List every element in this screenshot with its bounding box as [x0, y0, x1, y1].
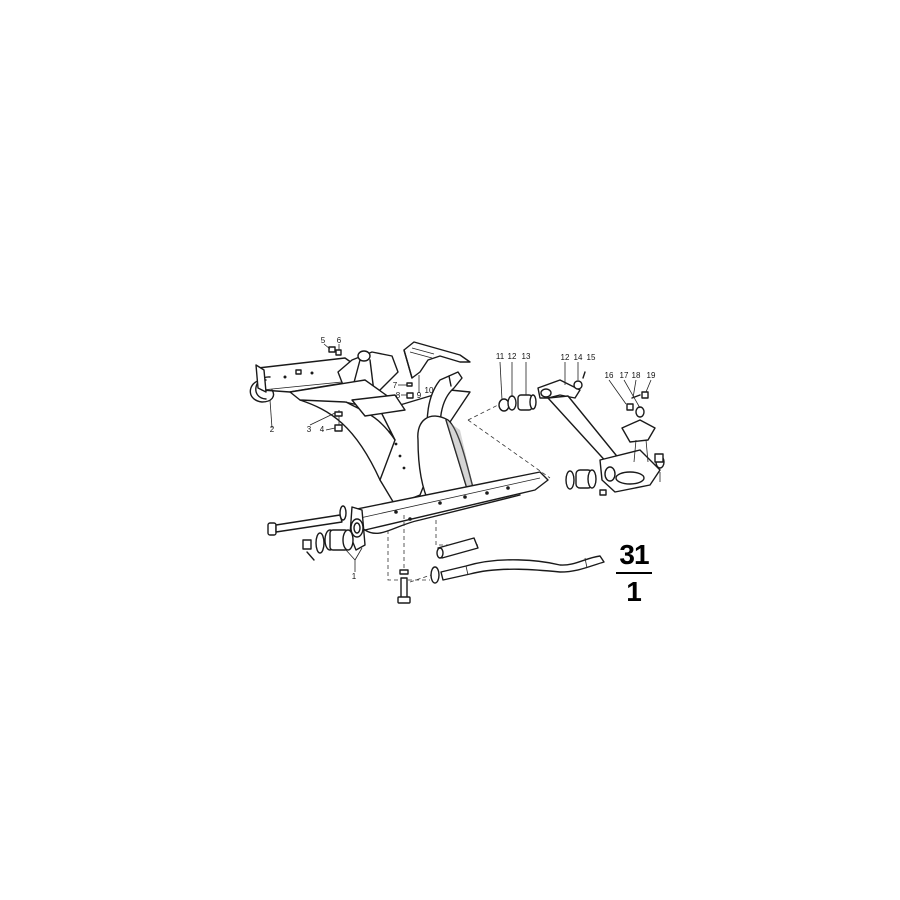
callout-7: 7 — [392, 381, 398, 390]
guide-line — [467, 419, 551, 479]
callout-2: 2 — [269, 425, 275, 434]
callout-12b: 12 — [560, 353, 570, 362]
group-number: 31 1 — [614, 540, 654, 607]
wishbone-drawing — [498, 371, 665, 496]
callout-8: 8 — [395, 391, 401, 400]
callout-18: 18 — [631, 371, 641, 380]
callout-9: 9 — [416, 391, 422, 400]
group-number-divider — [616, 572, 652, 574]
callout-13: 13 — [521, 352, 531, 361]
callout-6: 6 — [336, 336, 342, 345]
mount-bolt-assembly — [267, 505, 363, 572]
callout-1: 1 — [351, 572, 357, 581]
callout-16: 16 — [604, 371, 614, 380]
callout-3: 3 — [306, 425, 312, 434]
callout-14: 14 — [573, 353, 583, 362]
callout-12a: 12 — [507, 352, 517, 361]
leader-lines — [499, 361, 652, 409]
callout-17: 17 — [619, 371, 629, 380]
fasteners-top — [269, 343, 420, 432]
group-number-main: 31 — [619, 539, 649, 570]
guide-line — [467, 403, 501, 421]
axle-support-drawing — [249, 341, 549, 551]
callout-4: 4 — [319, 425, 325, 434]
callout-10: 10 — [424, 386, 434, 395]
strut-bar-assembly — [387, 515, 605, 604]
callout-11: 11 — [495, 352, 505, 361]
callout-15: 15 — [586, 353, 596, 362]
callout-5: 5 — [320, 336, 326, 345]
callout-19: 19 — [646, 371, 656, 380]
group-number-sub: 1 — [626, 576, 642, 607]
